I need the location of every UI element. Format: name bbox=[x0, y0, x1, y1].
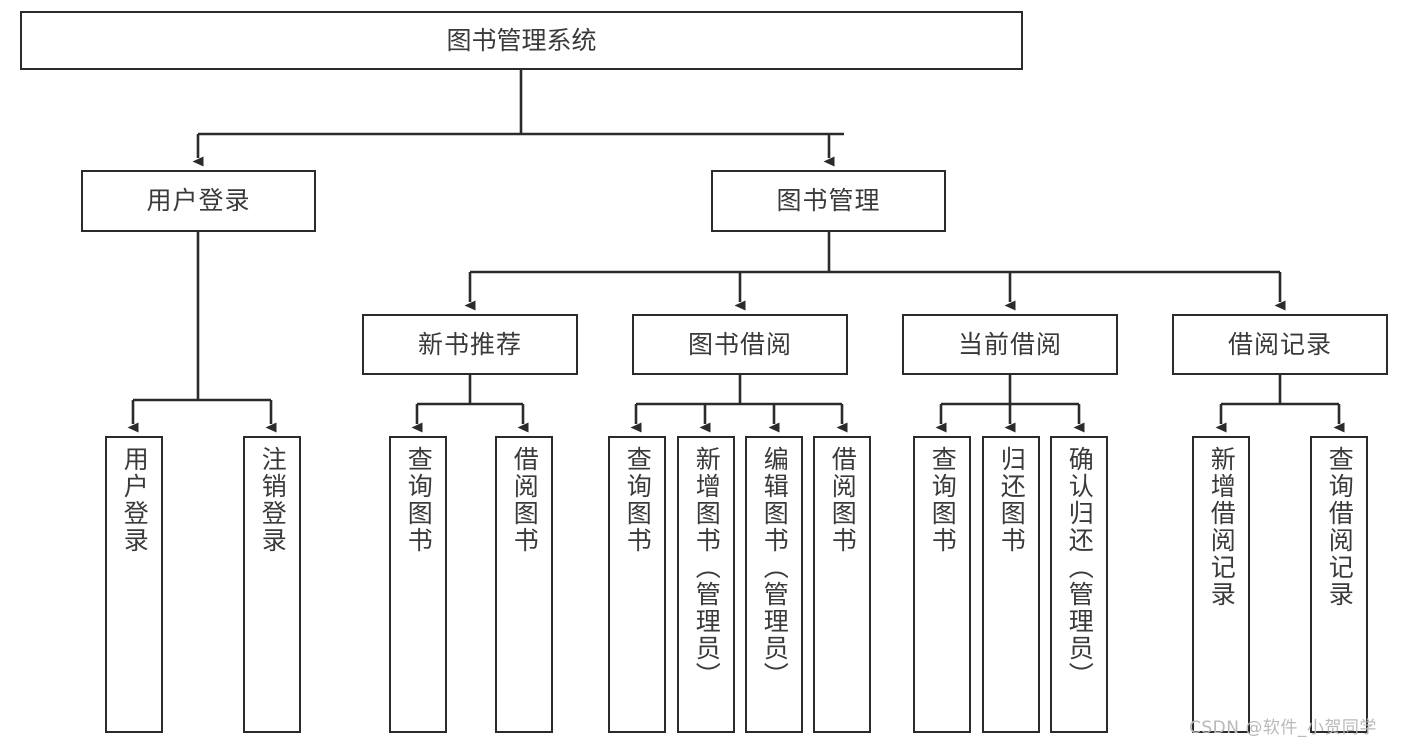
node-label: 借阅记录 bbox=[1227, 329, 1332, 359]
node-book-management[interactable]: 图书管理 bbox=[711, 170, 946, 232]
node-label: 用户登录 bbox=[146, 186, 251, 215]
node-label: 查询借阅记录 bbox=[1325, 446, 1355, 608]
leaf-user-login-logout[interactable]: 注销登录 bbox=[243, 436, 301, 733]
node-current-borrow[interactable]: 当前借阅 bbox=[902, 314, 1118, 375]
node-label: 图书借阅 bbox=[687, 329, 792, 359]
leaf-current-confirm-return-admin[interactable]: 确认归还（管理员） bbox=[1050, 436, 1108, 733]
leaf-borrow-edit-book-admin[interactable]: 编辑图书（管理员） bbox=[745, 436, 803, 733]
leaf-current-return-book[interactable]: 归还图书 bbox=[982, 436, 1040, 733]
node-label: 新增图书（管理员） bbox=[692, 446, 722, 689]
leaf-borrow-query-book[interactable]: 查询图书 bbox=[608, 436, 666, 733]
node-user-login[interactable]: 用户登录 bbox=[81, 170, 316, 232]
node-label: 查询图书 bbox=[404, 446, 434, 554]
leaf-recommend-query-book[interactable]: 查询图书 bbox=[389, 436, 447, 733]
node-label: 编辑图书（管理员） bbox=[760, 446, 790, 689]
node-root-book-management-system[interactable]: 图书管理系统 bbox=[20, 11, 1023, 70]
leaf-user-login-login[interactable]: 用户登录 bbox=[105, 436, 163, 733]
leaf-current-query-book[interactable]: 查询图书 bbox=[913, 436, 971, 733]
node-new-book-recommend[interactable]: 新书推荐 bbox=[362, 314, 578, 375]
node-label: 借阅图书 bbox=[510, 446, 540, 554]
leaf-recommend-borrow-book[interactable]: 借阅图书 bbox=[495, 436, 553, 733]
node-label: 用户登录 bbox=[120, 446, 150, 554]
node-label: 图书管理 bbox=[776, 186, 881, 215]
node-borrow-record[interactable]: 借阅记录 bbox=[1172, 314, 1388, 375]
node-label: 注销登录 bbox=[258, 446, 288, 554]
node-label: 借阅图书 bbox=[828, 446, 858, 554]
node-book-borrow[interactable]: 图书借阅 bbox=[632, 314, 848, 375]
leaf-borrow-borrow-book[interactable]: 借阅图书 bbox=[813, 436, 871, 733]
node-label: 归还图书 bbox=[997, 446, 1027, 554]
node-label: 新书推荐 bbox=[417, 329, 522, 359]
node-label: 查询图书 bbox=[928, 446, 958, 554]
leaf-borrow-add-book-admin[interactable]: 新增图书（管理员） bbox=[677, 436, 735, 733]
watermark: CSDN @软件_小贺同学 bbox=[1189, 718, 1377, 738]
node-label: 当前借阅 bbox=[957, 329, 1062, 359]
node-label: 新增借阅记录 bbox=[1207, 446, 1237, 608]
node-label: 图书管理系统 bbox=[446, 25, 597, 55]
leaf-record-query-borrow-record[interactable]: 查询借阅记录 bbox=[1310, 436, 1368, 733]
node-label: 确认归还（管理员） bbox=[1065, 446, 1095, 689]
leaf-record-add-borrow-record[interactable]: 新增借阅记录 bbox=[1192, 436, 1250, 733]
node-label: 查询图书 bbox=[623, 446, 653, 554]
